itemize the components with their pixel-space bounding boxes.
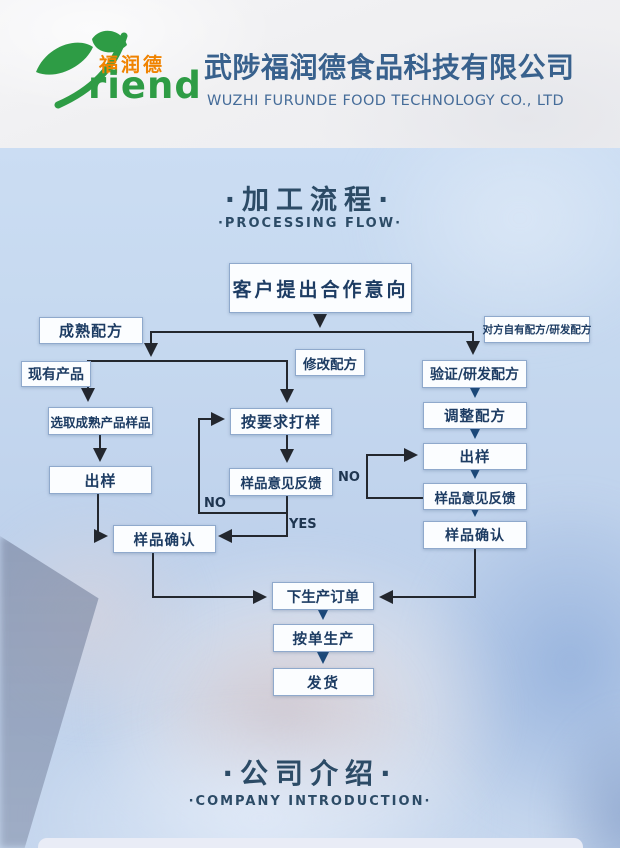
flow-connectors <box>81 314 482 664</box>
flow-node-confirm-mid: 样品确认 <box>113 525 216 553</box>
flow-node-verify-formula: 验证/研发配方 <box>422 360 527 388</box>
decision-label-yes-mid: YES <box>289 517 317 532</box>
company-name-en: WUZHI FURUNDE FOOD TECHNOLOGY CO., LTD <box>207 93 565 109</box>
logo-brand-cn: 福润德 <box>99 54 166 76</box>
flow-node-ship: 发货 <box>273 668 374 696</box>
flow-node-feedback-mid: 样品意见反馈 <box>229 468 333 496</box>
flow-node-select-sample: 选取成熟产品样品 <box>48 407 153 435</box>
company-intro-title: ·公司介绍· <box>222 757 398 790</box>
flow-node-customer-intent: 客户提出合作意向 <box>229 263 412 313</box>
logo-leaf-icon <box>36 30 128 109</box>
processing-title: ·加工流程· <box>224 185 396 216</box>
next-section-card-top <box>38 838 583 848</box>
decision-label-no-mid: NO <box>204 496 226 511</box>
flow-node-sample-out-right: 出样 <box>423 443 527 470</box>
company-logo[interactable]: 福润德 riend <box>32 28 210 124</box>
company-intro-subtitle: ·COMPANY INTRODUCTION· <box>188 794 432 809</box>
company-name-cn: 武陟福润德食品科技有限公司 <box>204 51 575 84</box>
flow-node-sample-out-left: 出样 <box>49 466 152 494</box>
flow-node-confirm-right: 样品确认 <box>423 521 527 549</box>
flow-node-feedback-right: 样品意见反馈 <box>423 483 527 510</box>
flow-label-existing-product: 现有产品 <box>21 361 91 387</box>
decision-label-no-right: NO <box>338 470 360 485</box>
processing-flow-section: ·加工流程· ·PROCESSING FLOW· ·公司介绍· ·COMPANY… <box>0 148 620 848</box>
logo-brand-en: riend <box>88 64 202 107</box>
flow-node-adjust-formula: 调整配方 <box>423 402 527 429</box>
flow-label-own-formula: 对方自有配方/研发配方 <box>483 316 591 343</box>
flow-node-sample-on-demand: 按要求打样 <box>230 408 332 435</box>
site-header: 福润德 riend 武陟福润德食品科技有限公司 WUZHI FURUNDE FO… <box>0 0 620 148</box>
flow-label-mature-formula: 成熟配方 <box>39 317 143 344</box>
flow-node-place-order: 下生产订单 <box>272 582 374 610</box>
processing-subtitle: ·PROCESSING FLOW· <box>217 216 403 231</box>
flow-label-modify-formula: 修改配方 <box>295 349 365 376</box>
flow-node-produce-to-order: 按单生产 <box>273 624 374 652</box>
